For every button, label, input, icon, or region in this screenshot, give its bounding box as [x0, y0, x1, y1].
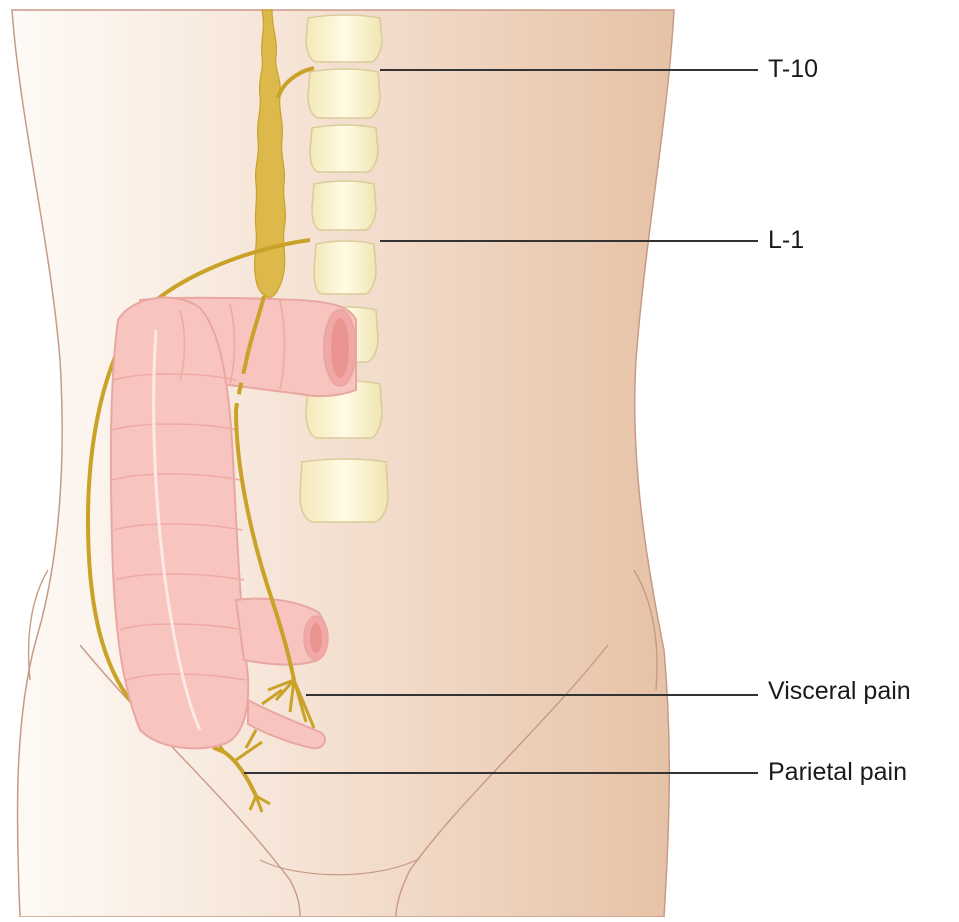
vertebra-2	[308, 69, 380, 118]
label-l1: L-1	[768, 228, 804, 253]
vertebra-1	[306, 15, 382, 62]
label-t10: T-10	[768, 57, 818, 82]
vertebra-5	[314, 241, 376, 294]
label-parietal-pain: Parietal pain	[768, 760, 907, 785]
vertebra-4	[312, 181, 376, 230]
vertebra-8	[300, 459, 388, 522]
label-visceral-pain: Visceral pain	[768, 679, 911, 704]
vertebra-3	[310, 125, 378, 172]
